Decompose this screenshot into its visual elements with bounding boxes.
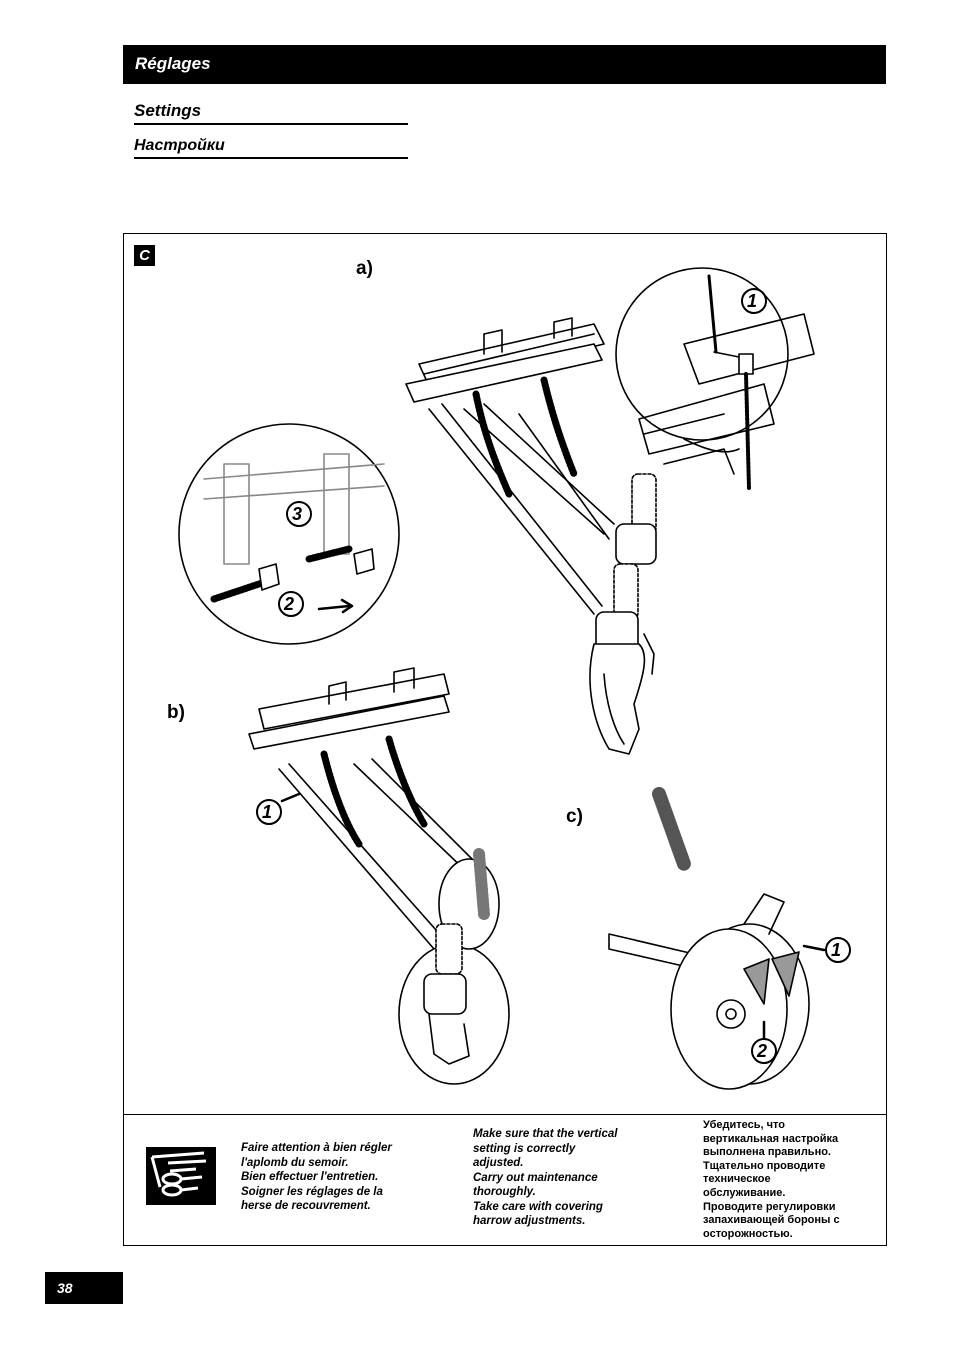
note-french: Faire attention à bien régler l'aplomb d… bbox=[241, 1142, 392, 1212]
svg-text:1: 1 bbox=[262, 802, 272, 822]
svg-text:2: 2 bbox=[756, 1041, 767, 1061]
callout-c-2: 2 bbox=[751, 1038, 777, 1064]
disc-assembly-c bbox=[608, 787, 826, 1090]
detail-circle-depth bbox=[615, 267, 815, 491]
callout-b-1: 1 bbox=[256, 799, 282, 825]
figure-label-c: c) bbox=[566, 806, 583, 827]
coulter-assembly-a bbox=[405, 317, 657, 755]
page-number: 38 bbox=[57, 1280, 73, 1296]
svg-text:3: 3 bbox=[292, 504, 302, 524]
section-title: Réglages bbox=[135, 54, 211, 73]
notes-divider bbox=[124, 1114, 886, 1115]
figure-label-a: a) bbox=[356, 258, 373, 279]
note-english: Make sure that the vertical setting is c… bbox=[473, 1128, 618, 1227]
callout-a-1: 1 bbox=[741, 288, 767, 314]
hand-pointing-icon bbox=[146, 1147, 216, 1205]
figure-frame: C bbox=[123, 233, 887, 1246]
subtitle-english: Settings bbox=[134, 101, 408, 125]
svg-text:2: 2 bbox=[283, 594, 294, 614]
svg-text:1: 1 bbox=[831, 940, 841, 960]
figure-tag: C bbox=[134, 245, 155, 266]
callout-c-1: 1 bbox=[825, 937, 851, 963]
callout-a-2: 2 bbox=[278, 591, 304, 617]
section-header: Réglages bbox=[123, 45, 886, 84]
coulter-assembly-b bbox=[248, 667, 510, 1085]
note-russian: Убедитесь, что вертикальная настройка вы… bbox=[703, 1119, 840, 1240]
callout-a-3: 3 bbox=[286, 501, 312, 527]
subtitle-russian: Настройки bbox=[134, 137, 408, 159]
page-number-box: 38 bbox=[45, 1272, 123, 1304]
figure-label-b: b) bbox=[167, 702, 185, 723]
svg-text:1: 1 bbox=[747, 291, 757, 311]
detail-circle-spring bbox=[178, 423, 400, 645]
drill-illustration: 1 3 2 1 1 2 bbox=[178, 267, 851, 1090]
